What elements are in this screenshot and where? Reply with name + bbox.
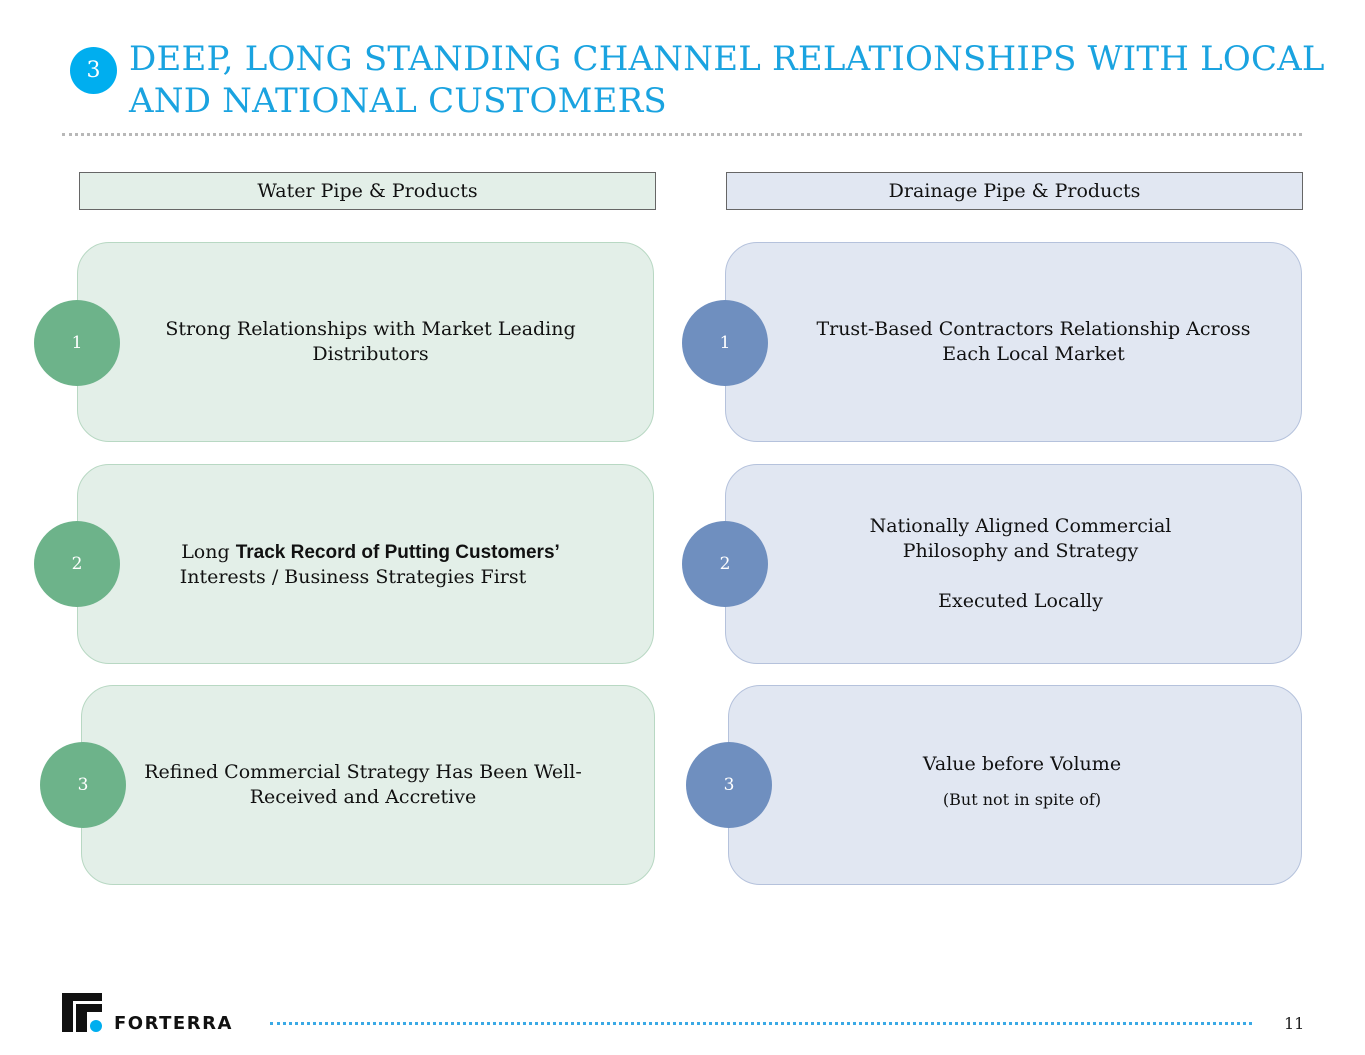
water-card-2-bold-run: Track Record of Putting Customers’ bbox=[235, 542, 560, 563]
drainage-item-number-3: 3 bbox=[686, 742, 772, 828]
water-card-3-line-2: Received and Accretive bbox=[249, 786, 477, 808]
footer-divider bbox=[270, 1022, 1252, 1025]
water-item-number-1: 1 bbox=[34, 300, 120, 386]
drainage-card-2: Nationally Aligned Commercial Philosophy… bbox=[725, 464, 1302, 664]
page-title-line-1: DEEP, LONG STANDING CHANNEL RELATIONSHIP… bbox=[129, 39, 1325, 79]
drainage-card-3-line-1: Value before Volume bbox=[922, 753, 1122, 775]
water-item-number-2: 2 bbox=[34, 521, 120, 607]
drainage-card-3: Value before Volume (But not in spite of… bbox=[728, 685, 1302, 885]
title-divider bbox=[62, 133, 1302, 136]
drainage-card-1-line-2: Each Local Market bbox=[942, 343, 1125, 365]
water-card-1-line-2: Distributors bbox=[312, 343, 429, 365]
forterra-logo-icon bbox=[62, 993, 102, 1032]
drainage-column-header: Drainage Pipe & Products bbox=[726, 172, 1303, 210]
page-title-line-2: AND NATIONAL CUSTOMERS bbox=[129, 81, 667, 121]
water-card-2-prefix: Long bbox=[181, 541, 236, 563]
drainage-card-1-line-1: Trust-Based Contractors Relationship Acr… bbox=[816, 318, 1251, 340]
drainage-item-number-2: 2 bbox=[682, 521, 768, 607]
water-card-2-line-2: Interests / Business Strategies First bbox=[179, 566, 527, 588]
page-number: 11 bbox=[1284, 1014, 1305, 1033]
drainage-card-2-line-2: Philosophy and Strategy bbox=[902, 540, 1139, 562]
drainage-card-3-note: (But not in spite of) bbox=[942, 790, 1102, 809]
drainage-card-2-line-3: Executed Locally bbox=[938, 590, 1103, 612]
water-card-1-line-1: Strong Relationships with Market Leading bbox=[165, 318, 576, 340]
drainage-card-1: Trust-Based Contractors Relationship Acr… bbox=[725, 242, 1302, 442]
water-item-number-3: 3 bbox=[40, 742, 126, 828]
water-card-2: Long Track Record of Putting Customers’ … bbox=[77, 464, 654, 664]
drainage-item-number-1: 1 bbox=[682, 300, 768, 386]
page-title: DEEP, LONG STANDING CHANNEL RELATIONSHIP… bbox=[129, 38, 1339, 122]
water-card-1: Strong Relationships with Market Leading… bbox=[77, 242, 654, 442]
drainage-card-2-line-1: Nationally Aligned Commercial bbox=[869, 515, 1172, 537]
water-column-header: Water Pipe & Products bbox=[79, 172, 656, 210]
section-number-badge: 3 bbox=[70, 47, 117, 94]
water-card-2-line-1: Long Track Record of Putting Customers’ bbox=[88, 540, 653, 565]
water-card-3-line-1: Refined Commercial Strategy Has Been Wel… bbox=[144, 761, 582, 783]
brand-name: FORTERRA bbox=[114, 1013, 233, 1034]
water-card-3: Refined Commercial Strategy Has Been Wel… bbox=[81, 685, 655, 885]
